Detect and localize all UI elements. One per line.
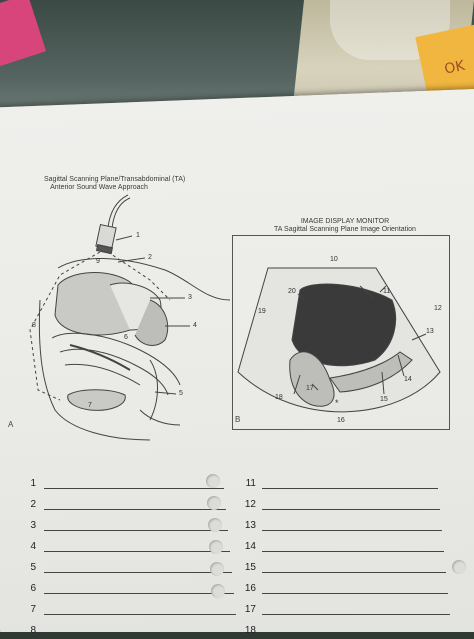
answer-number: 12	[244, 499, 256, 510]
panel-a-title-line1: Sagittal Scanning Plane/Transabdominal (…	[44, 176, 186, 183]
callout-16: 16	[337, 417, 345, 424]
panel-a-letter: A	[8, 420, 14, 429]
answer-number: 4	[30, 541, 36, 552]
callout-2: 2	[148, 254, 152, 261]
answer-number: 8	[30, 625, 36, 636]
callout-1: 1	[136, 232, 140, 239]
binder-hole	[207, 496, 221, 510]
answer-number: 5	[30, 562, 36, 573]
panel-b-title-line2: TA Sagittal Scanning Plane Image Orienta…	[274, 226, 416, 233]
answer-number: 14	[244, 541, 256, 552]
panel-a-title-line2: Anterior Sound Wave Approach	[50, 184, 148, 191]
callout-19: 19	[258, 308, 266, 315]
answer-line[interactable]	[262, 488, 438, 489]
answer-line[interactable]	[44, 593, 234, 594]
answer-number: 11	[245, 478, 256, 489]
binder-hole	[452, 560, 466, 574]
callout-15: 15	[380, 396, 388, 403]
callout-5: 5	[179, 390, 183, 397]
binder-hole	[210, 562, 224, 576]
answer-number: 13	[244, 520, 256, 531]
answer-line[interactable]	[44, 551, 230, 552]
panel-a-title: Sagittal Scanning Plane/Transabdominal (…	[44, 176, 186, 192]
callout-20: 20	[288, 288, 296, 295]
callout-10: 10	[330, 256, 338, 263]
callout-4: 4	[193, 322, 197, 329]
answer-number: 16	[244, 583, 256, 594]
callout-12: 12	[434, 305, 442, 312]
binder-hole	[208, 518, 222, 532]
answer-number: 17	[244, 604, 256, 615]
binder-hole	[211, 584, 225, 598]
answer-line[interactable]	[262, 614, 450, 615]
star-marker: *	[335, 398, 339, 408]
callout-18: 18	[275, 394, 283, 401]
answer-line[interactable]	[44, 614, 236, 615]
binder-hole	[209, 540, 223, 554]
answer-line[interactable]	[262, 593, 448, 594]
panel-b-title: IMAGE DISPLAY MONITOR TA Sagittal Scanni…	[250, 218, 440, 234]
answer-number: 2	[30, 499, 36, 510]
answer-line[interactable]	[44, 572, 232, 573]
answer-number: 7	[30, 604, 36, 615]
image-display-monitor	[232, 235, 450, 430]
callout-7: 7	[88, 402, 92, 409]
answer-line[interactable]	[44, 509, 226, 510]
callout-9: 9	[96, 258, 100, 265]
callout-11: 11	[383, 288, 391, 295]
answer-line[interactable]	[44, 488, 224, 489]
panel-b-title-line1: IMAGE DISPLAY MONITOR	[300, 218, 390, 225]
binder-hole	[206, 474, 220, 488]
answer-number: 3	[30, 520, 36, 531]
callout-14: 14	[404, 376, 412, 383]
answer-line[interactable]	[262, 572, 446, 573]
answer-number: 15	[244, 562, 256, 573]
answer-number: 1	[30, 478, 36, 489]
panel-b-letter: B	[235, 415, 241, 424]
answer-line[interactable]	[44, 530, 228, 531]
callout-8: 8	[32, 322, 36, 329]
answer-line[interactable]	[262, 530, 442, 531]
answer-line[interactable]	[262, 509, 440, 510]
callout-3: 3	[188, 294, 192, 301]
answer-number: 6	[30, 583, 36, 594]
callout-13: 13	[426, 328, 434, 335]
answer-line[interactable]	[262, 551, 444, 552]
answer-number: 18	[244, 625, 256, 636]
callout-6: 6	[124, 334, 128, 341]
callout-17: 17	[306, 385, 314, 392]
